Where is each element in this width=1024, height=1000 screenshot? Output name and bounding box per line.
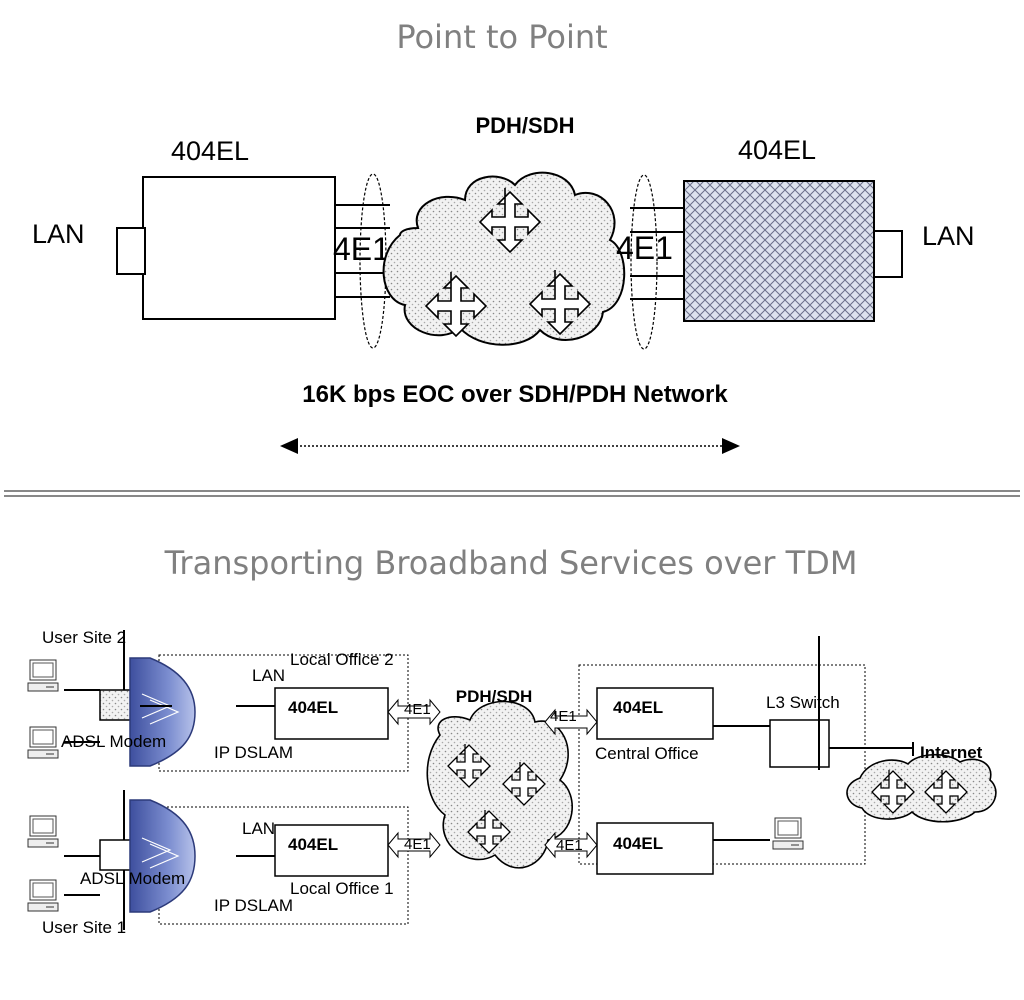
bottom-network-cloud: [426, 700, 573, 869]
dslam-bottom-label: IP DSLAM: [214, 896, 293, 915]
device-lo1-label: 404EL: [288, 835, 338, 854]
ip-dslam-bottom-icon: [129, 799, 196, 913]
device-co-top: [596, 687, 714, 740]
top-right-device-label: 404EL: [738, 135, 816, 165]
user-site-1-pc-1-icon: [27, 815, 59, 848]
link-lo1-label: 4E1: [404, 836, 431, 853]
top-right-lan-label: LAN: [922, 221, 975, 251]
bottom-title: Transporting Broadband Services over TDM: [164, 544, 858, 582]
adsl-modem-top-label: ADSL Modem: [61, 732, 166, 751]
user-site-1-label: User Site 1: [42, 918, 126, 937]
device-lo1: [274, 824, 389, 877]
internet-cloud: [846, 753, 997, 823]
top-right-e1-links: [630, 207, 684, 300]
top-left-lan-label: LAN: [32, 219, 85, 249]
top-network-label: PDH/SDH: [475, 113, 574, 138]
device-co-bottom: [596, 822, 714, 875]
central-office-label: Central Office: [595, 744, 699, 763]
link-lo2-arrow: [387, 698, 441, 726]
lan-top-label: LAN: [252, 666, 285, 685]
link-lo1-arrow: [387, 831, 441, 859]
local-office-2-label: Local Office 2: [290, 650, 394, 669]
link-co-top-label: 4E1: [550, 708, 577, 725]
device-lo2: [274, 687, 389, 740]
link-co-bottom-label: 4E1: [556, 837, 583, 854]
top-right-device: [683, 180, 875, 322]
top-span-arrow: [280, 438, 740, 454]
ip-dslam-bottom-arrows: [141, 837, 180, 869]
l3-switch: [769, 719, 830, 768]
top-left-lan-port: [116, 227, 146, 275]
device-co-top-label: 404EL: [613, 698, 663, 717]
user-site-1-pc-2-icon: [27, 879, 59, 912]
user-site-2-pc-2-icon: [27, 726, 59, 759]
top-title: Point to Point: [396, 18, 607, 56]
top-left-device-label: 404EL: [171, 136, 249, 166]
user-site-2-pc-1-icon: [27, 659, 59, 692]
bottom-network-label: PDH/SDH: [456, 687, 533, 706]
internet-label: Internet: [920, 743, 983, 762]
adsl-modem-bottom-label: ADSL Modem: [80, 869, 185, 888]
top-left-e1-links: [335, 204, 390, 298]
device-co-bottom-label: 404EL: [613, 834, 663, 853]
lan-bottom-label: LAN: [242, 819, 275, 838]
device-lo2-label: 404EL: [288, 698, 338, 717]
top-left-link-label: 4E1: [333, 231, 390, 267]
l3-switch-label: L3 Switch: [766, 693, 840, 712]
top-caption: 16K bps EOC over SDH/PDH Network: [302, 381, 728, 408]
section-divider: [4, 490, 1020, 497]
server-pc-icon: [772, 817, 804, 850]
central-office-outline: [578, 664, 866, 865]
top-right-link-label: 4E1: [616, 230, 673, 266]
dslam-top-label: IP DSLAM: [214, 743, 293, 762]
top-right-link-bundle: [630, 174, 658, 350]
top-left-device: [142, 176, 336, 320]
local-office-1-label: Local Office 1: [290, 879, 394, 898]
top-right-lan-port: [873, 230, 903, 278]
user-site-2-label: User Site 2: [42, 628, 126, 647]
link-lo2-label: 4E1: [404, 701, 431, 718]
ip-dslam-top-icon: [129, 657, 196, 767]
